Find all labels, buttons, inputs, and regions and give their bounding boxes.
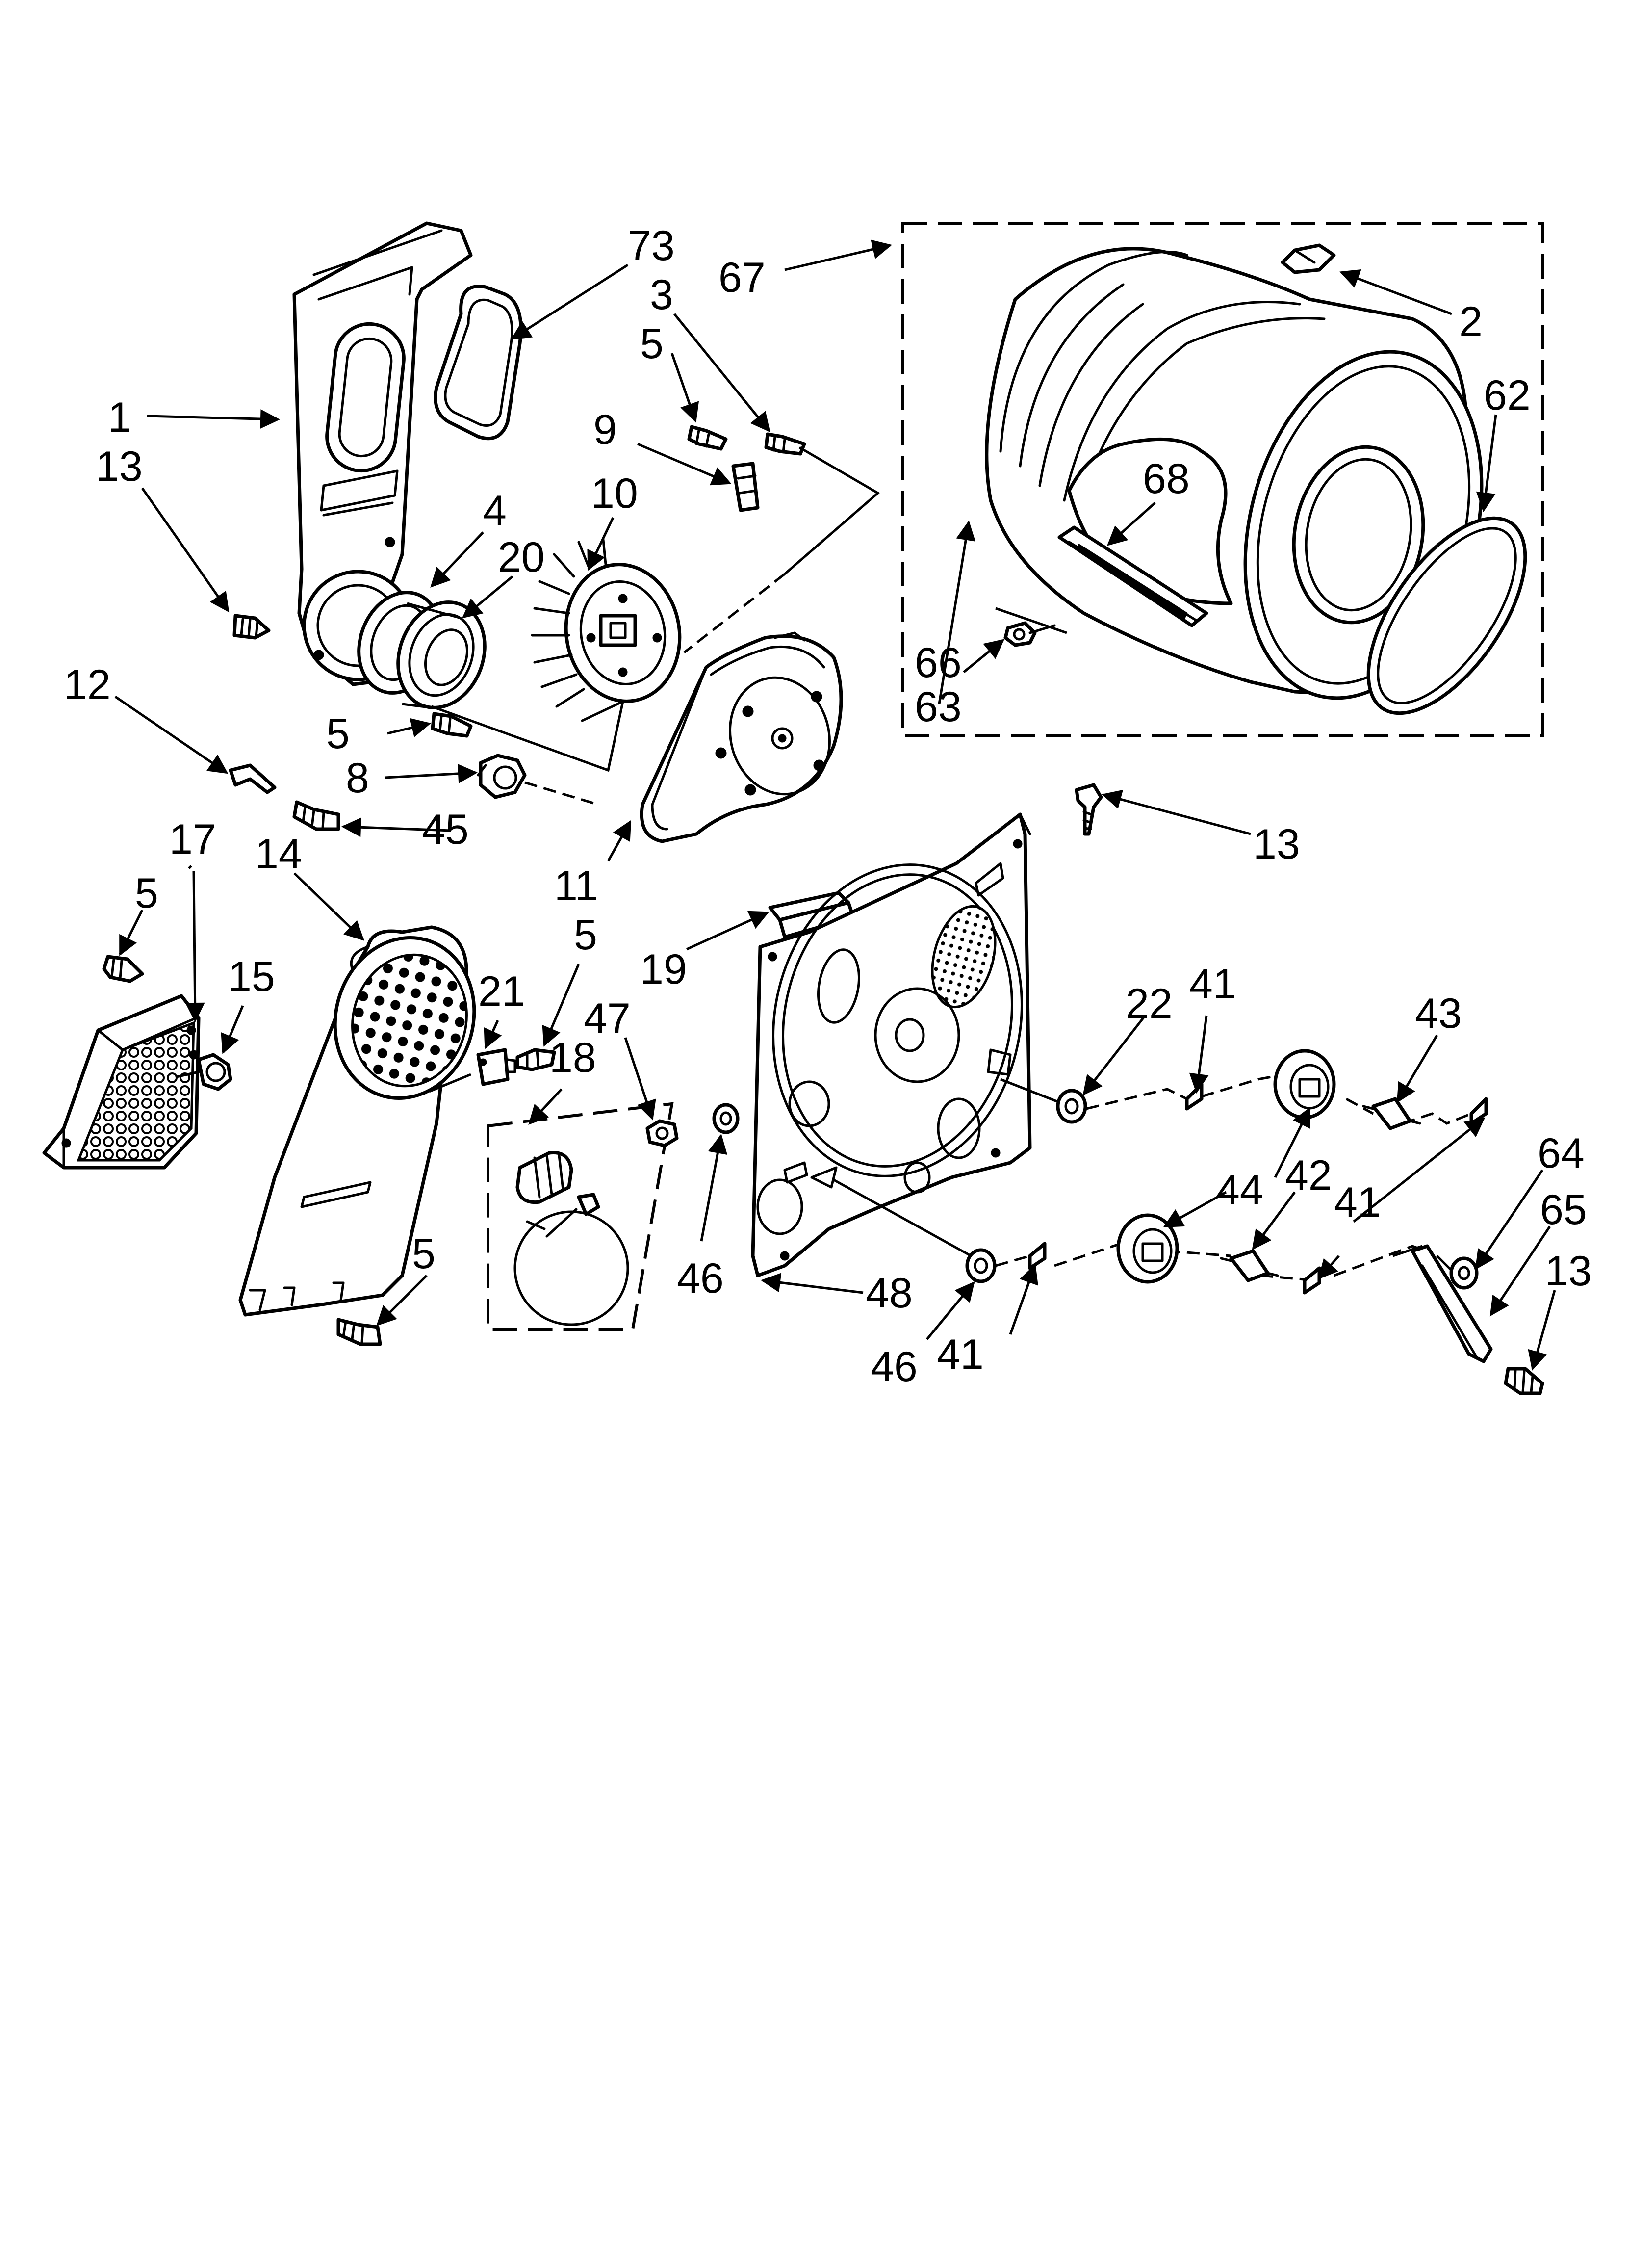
- part-5-screw-upper: [687, 425, 728, 451]
- callout-46-b: 46: [871, 1343, 918, 1390]
- leader-arrows: [114, 239, 1556, 1371]
- callout-5-b: 5: [326, 710, 350, 757]
- callout-22: 22: [1126, 980, 1173, 1027]
- part-5-screw-heater: [102, 955, 144, 983]
- assembly-reference-lines: [431, 446, 1067, 806]
- part-12-clip: [229, 763, 277, 794]
- callout-13-c: 13: [1545, 1248, 1592, 1295]
- part-9-bracket: [731, 462, 760, 512]
- drum-assembly-group-box: [901, 222, 1544, 737]
- part-13-screw-upper-left: [232, 614, 271, 640]
- roller-link-lines: [995, 1073, 1472, 1282]
- part-64-washer: [1449, 1256, 1479, 1290]
- part-63-screw: [1003, 621, 1056, 647]
- part-46-washer-upper: [712, 1103, 740, 1134]
- part-3-screw: [764, 432, 806, 456]
- part-48-rear-panel: [751, 812, 1057, 1277]
- callout-47: 47: [584, 995, 631, 1042]
- callout-17: 17: [169, 816, 216, 863]
- callout-10: 10: [591, 470, 638, 517]
- callout-8: 8: [346, 755, 369, 802]
- callout-20: 20: [498, 534, 545, 581]
- part-14-heater-duct: [238, 925, 476, 1317]
- part-5-screw-mid: [431, 712, 473, 738]
- part-73-seal: [434, 285, 523, 441]
- part-44-roller-upper: [1273, 1049, 1336, 1120]
- callout-4: 4: [483, 487, 507, 534]
- callout-41-b: 41: [1189, 961, 1236, 1008]
- callout-65: 65: [1540, 1186, 1587, 1233]
- part-42-roller-shaft: [1220, 1249, 1279, 1282]
- part-44-roller-lower: [1116, 1213, 1179, 1284]
- part-46-washer-lower: [965, 1248, 997, 1283]
- callout-19: 19: [640, 946, 687, 993]
- callout-5-a: 5: [640, 320, 664, 367]
- part-41-clip-upper: [1185, 1082, 1204, 1111]
- part-5-screw-bottom: [336, 1318, 382, 1346]
- part-62-seal-ring: [1366, 516, 1527, 715]
- callout-5-d: 5: [574, 912, 597, 959]
- part-10-blower-wheel: [531, 538, 682, 708]
- callout-41-c: 41: [1334, 1179, 1381, 1226]
- callout-66: 66: [915, 639, 962, 686]
- part-41-clip-lower-right: [1303, 1266, 1321, 1295]
- callout-68: 68: [1143, 455, 1190, 502]
- callout-9: 9: [593, 406, 617, 453]
- callout-73: 73: [628, 222, 675, 269]
- callout-64: 64: [1538, 1130, 1585, 1177]
- callout-14: 14: [255, 831, 302, 878]
- part-5-screw-right: [515, 1048, 556, 1071]
- callout-43: 43: [1415, 990, 1462, 1037]
- callout-63: 63: [915, 683, 962, 730]
- callout-62: 62: [1484, 372, 1531, 419]
- callout-46-a: 46: [677, 1255, 724, 1302]
- callout-5-c: 5: [135, 870, 158, 917]
- part-45-screw: [292, 800, 340, 831]
- part-41-clip-lower-left: [1028, 1242, 1047, 1270]
- callout-41-a: 41: [937, 1331, 984, 1378]
- part-21-bracket: [476, 1048, 516, 1086]
- part-17-heater-assembly: [42, 994, 201, 1170]
- callout-12: 12: [64, 661, 111, 708]
- part-13-screw-top-center: [1075, 783, 1103, 836]
- part-18-kit-group: [487, 1102, 674, 1331]
- part-65-support-bracket: [1411, 1244, 1493, 1363]
- part-13-screw-lower-right: [1504, 1367, 1544, 1395]
- callout-13-a: 13: [96, 443, 143, 490]
- callout-21: 21: [478, 968, 525, 1015]
- callout-labels: 1 13 73 3 5 9 10 4 20 12 5 8 45 11 67 2 …: [64, 222, 1592, 1390]
- callout-44: 44: [1216, 1167, 1263, 1214]
- callout-15: 15: [228, 953, 275, 1000]
- part-15-thermal-cutoff: [175, 1053, 232, 1091]
- callout-3: 3: [650, 271, 673, 318]
- callout-1: 1: [108, 394, 131, 441]
- callout-45: 45: [422, 806, 469, 853]
- callout-67: 67: [718, 254, 766, 301]
- part-68-baffle: [1057, 525, 1208, 627]
- part-2-clip: [1281, 243, 1336, 274]
- callout-11: 11: [554, 862, 598, 910]
- part-47-nut: [645, 1119, 679, 1147]
- part-43-roller-shaft: [1362, 1097, 1421, 1130]
- part-8-thermostat: [477, 754, 527, 799]
- callout-5-e: 5: [412, 1230, 436, 1277]
- callout-13-b: 13: [1253, 821, 1300, 868]
- callout-18: 18: [549, 1034, 596, 1081]
- callout-2: 2: [1459, 298, 1483, 345]
- callout-42: 42: [1285, 1152, 1332, 1199]
- callout-48: 48: [866, 1270, 913, 1317]
- part-22-washer: [1056, 1089, 1087, 1124]
- part-11-blower-housing: [640, 631, 843, 843]
